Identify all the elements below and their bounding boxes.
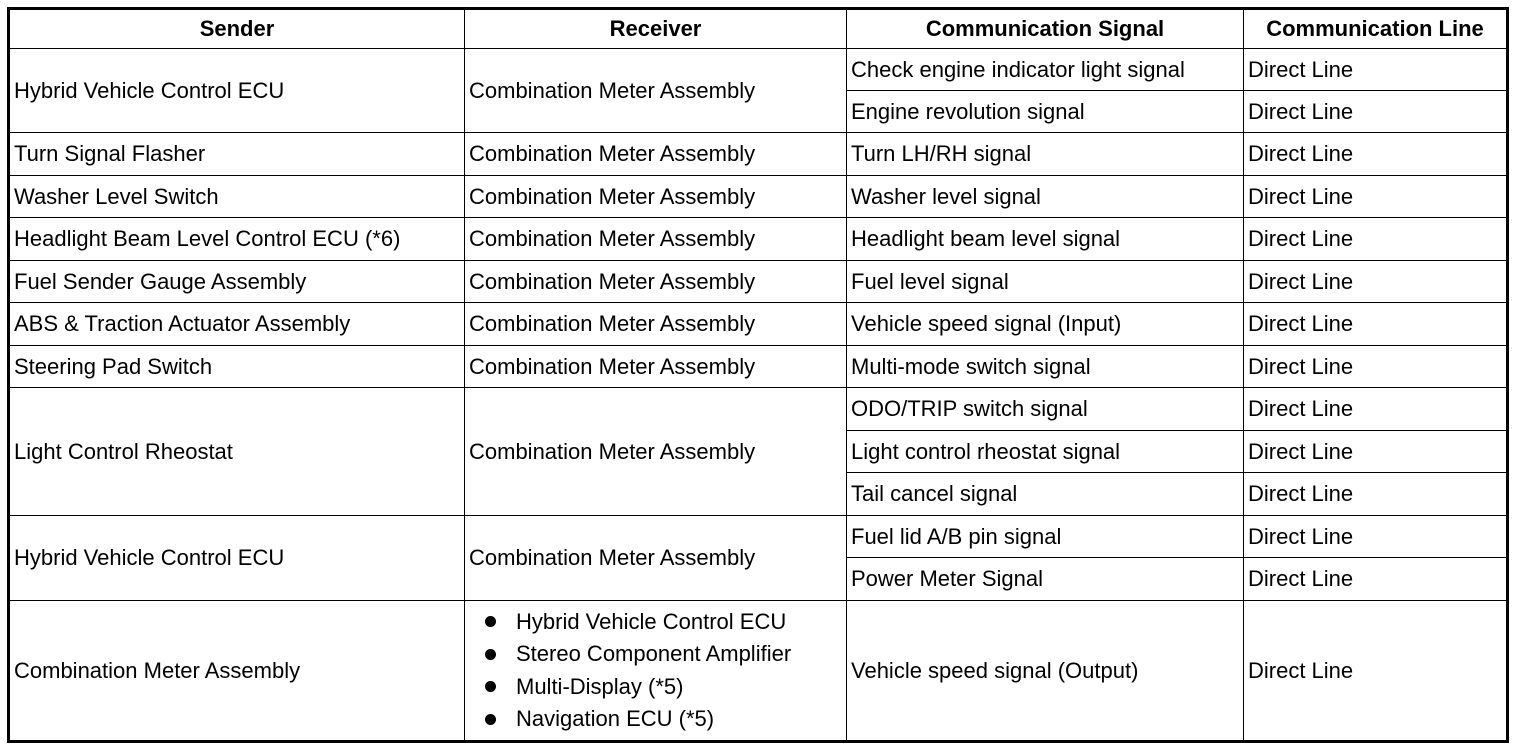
receiver-cell: Combination Meter Assembly bbox=[464, 302, 847, 346]
signal-cell: ODO/TRIP switch signal bbox=[846, 387, 1244, 431]
receiver-list: Hybrid Vehicle Control ECU Stereo Compon… bbox=[469, 606, 846, 736]
signal-cell: Power Meter Signal bbox=[846, 557, 1244, 601]
line-cell: Direct Line bbox=[1243, 217, 1508, 261]
line-cell: Direct Line bbox=[1243, 132, 1508, 176]
signal-cell: Check engine indicator light signal bbox=[846, 48, 1244, 91]
bullet-icon bbox=[485, 681, 496, 693]
header-line: Communication Line bbox=[1243, 8, 1508, 49]
signal-cell: Fuel level signal bbox=[846, 260, 1244, 303]
line-cell: Direct Line bbox=[1243, 600, 1508, 742]
receiver-item-label: Navigation ECU (*5) bbox=[516, 706, 715, 732]
receiver-cell: Combination Meter Assembly bbox=[464, 132, 847, 176]
list-item: Navigation ECU (*5) bbox=[485, 703, 846, 736]
table-row: Turn Signal Flasher Combination Meter As… bbox=[8, 132, 1508, 176]
table-row: Combination Meter Assembly Hybrid Vehicl… bbox=[8, 600, 1508, 742]
receiver-cell: Combination Meter Assembly bbox=[464, 48, 847, 133]
signal-cell: Turn LH/RH signal bbox=[846, 132, 1244, 176]
bullet-icon bbox=[485, 713, 496, 725]
receiver-cell: Combination Meter Assembly bbox=[464, 260, 847, 303]
signal-cell: Light control rheostat signal bbox=[846, 430, 1244, 473]
line-cell: Direct Line bbox=[1243, 345, 1508, 388]
signal-cell: Tail cancel signal bbox=[846, 472, 1244, 516]
communication-table: Sender Receiver Communication Signal Com… bbox=[7, 7, 1509, 743]
line-cell: Direct Line bbox=[1243, 387, 1508, 431]
receiver-cell: Combination Meter Assembly bbox=[464, 345, 847, 388]
list-item: Multi-Display (*5) bbox=[485, 671, 846, 704]
header-row: Sender Receiver Communication Signal Com… bbox=[8, 8, 1508, 49]
header-receiver: Receiver bbox=[464, 8, 847, 49]
line-cell: Direct Line bbox=[1243, 430, 1508, 473]
line-cell: Direct Line bbox=[1243, 557, 1508, 601]
header-signal: Communication Signal bbox=[846, 8, 1244, 49]
signal-cell: Multi-mode switch signal bbox=[846, 345, 1244, 388]
line-cell: Direct Line bbox=[1243, 90, 1508, 133]
line-cell: Direct Line bbox=[1243, 260, 1508, 303]
signal-cell: Engine revolution signal bbox=[846, 90, 1244, 133]
table-row: Hybrid Vehicle Control ECU Combination M… bbox=[8, 515, 1508, 601]
receiver-item-label: Hybrid Vehicle Control ECU bbox=[516, 608, 787, 634]
receiver-cell: Combination Meter Assembly bbox=[464, 175, 847, 218]
line-cell: Direct Line bbox=[1243, 515, 1508, 558]
table-row: Steering Pad Switch Combination Meter As… bbox=[8, 345, 1508, 388]
sender-cell: Hybrid Vehicle Control ECU bbox=[8, 515, 465, 601]
table-row: Washer Level Switch Combination Meter As… bbox=[8, 175, 1508, 218]
sender-cell: Light Control Rheostat bbox=[8, 387, 465, 516]
line-cell: Direct Line bbox=[1243, 472, 1508, 516]
signal-cell: Vehicle speed signal (Input) bbox=[846, 302, 1244, 346]
line-cell: Direct Line bbox=[1243, 175, 1508, 218]
sender-cell: ABS & Traction Actuator Assembly bbox=[8, 302, 465, 346]
sender-cell: Hybrid Vehicle Control ECU bbox=[8, 48, 465, 133]
receiver-item-label: Multi-Display (*5) bbox=[516, 673, 684, 699]
receiver-cell: Combination Meter Assembly bbox=[464, 515, 847, 601]
receiver-cell: Hybrid Vehicle Control ECU Stereo Compon… bbox=[464, 600, 847, 742]
sender-cell: Headlight Beam Level Control ECU (*6) bbox=[8, 217, 465, 261]
sender-cell: Turn Signal Flasher bbox=[8, 132, 465, 176]
signal-cell: Vehicle speed signal (Output) bbox=[846, 600, 1244, 742]
sender-cell: Steering Pad Switch bbox=[8, 345, 465, 388]
table-row: Fuel Sender Gauge Assembly Combination M… bbox=[8, 260, 1508, 303]
sender-cell: Combination Meter Assembly bbox=[8, 600, 465, 742]
list-item: Hybrid Vehicle Control ECU bbox=[485, 606, 846, 639]
sender-cell: Fuel Sender Gauge Assembly bbox=[8, 260, 465, 303]
receiver-item-label: Stereo Component Amplifier bbox=[516, 641, 792, 667]
signal-cell: Headlight beam level signal bbox=[846, 217, 1244, 261]
line-cell: Direct Line bbox=[1243, 48, 1508, 91]
list-item: Stereo Component Amplifier bbox=[485, 638, 846, 671]
table-row: Engine revolution signal Direct Line bbox=[9, 90, 1508, 133]
bullet-icon bbox=[485, 648, 496, 660]
header-sender: Sender bbox=[8, 8, 465, 49]
bullet-icon bbox=[485, 616, 496, 628]
receiver-cell: Combination Meter Assembly bbox=[464, 387, 847, 516]
table-row: Headlight Beam Level Control ECU (*6) Co… bbox=[8, 217, 1508, 261]
table-row: Light Control Rheostat Combination Meter… bbox=[8, 387, 1508, 516]
table-row: Hybrid Vehicle Control ECU Combination M… bbox=[8, 48, 1508, 133]
signal-cell: Washer level signal bbox=[846, 175, 1244, 218]
signal-cell: Fuel lid A/B pin signal bbox=[846, 515, 1244, 558]
table-row: ABS & Traction Actuator Assembly Combina… bbox=[8, 302, 1508, 346]
sender-cell: Washer Level Switch bbox=[8, 175, 465, 218]
receiver-cell: Combination Meter Assembly bbox=[464, 217, 847, 261]
line-cell: Direct Line bbox=[1243, 302, 1508, 346]
